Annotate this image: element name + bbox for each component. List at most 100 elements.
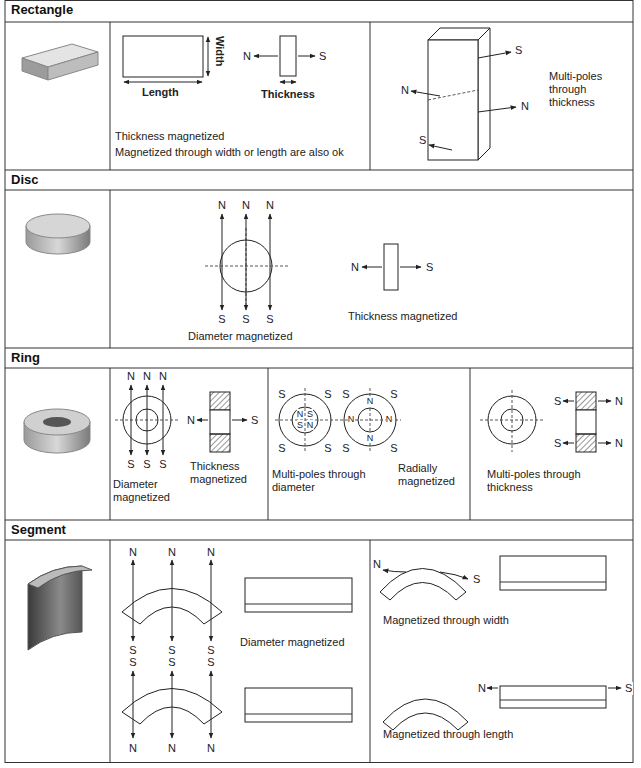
- disc-thickness-sketch: [362, 244, 421, 290]
- pole-label: N: [386, 414, 393, 424]
- multipole-block-part: [429, 145, 452, 150]
- section-title: Segment: [5, 520, 66, 540]
- segment-diameter-sketch-part: [245, 578, 352, 612]
- pole-label: S: [128, 656, 137, 669]
- pole-label: N: [217, 199, 227, 212]
- section-header: Rectangle: [5, 0, 633, 22]
- rectangle-dimension-sketch-part: [254, 56, 278, 57]
- table-grid-part: [370, 540, 371, 763]
- rectangle-dimension-sketch-part: [124, 82, 202, 83]
- multipole-block-part: [478, 28, 490, 160]
- segment-icon: [28, 566, 92, 650]
- pole-label: N: [477, 682, 487, 695]
- rectangle-icon-part: [48, 52, 98, 80]
- section-header: Ring: [5, 348, 633, 368]
- table-grid-part: [268, 368, 269, 520]
- segment-diameter-sketch: [122, 560, 352, 738]
- pole-label: N: [126, 370, 136, 383]
- caption-text: Radially magnetized: [398, 462, 466, 488]
- table-grid-part: [5, 170, 633, 171]
- segment-width-sketch-part: [440, 572, 468, 579]
- ring-icon: [24, 409, 90, 453]
- multipole-block: [411, 28, 516, 160]
- pole-label: S: [158, 458, 167, 471]
- ring-thickness-multipole-sketch-part: [576, 410, 596, 434]
- pole-label: S: [389, 388, 398, 401]
- pole-label: N: [128, 546, 138, 559]
- caption-text: Multi-poles through diameter: [272, 468, 372, 494]
- segment-diameter-sketch-part: [133, 560, 134, 641]
- pole-label: S: [126, 458, 135, 471]
- pole-label: N: [400, 84, 410, 97]
- caption-text: Diameter magnetized: [113, 478, 183, 504]
- table-grid-part: [110, 368, 111, 520]
- segment-diameter-sketch-part: [245, 604, 352, 605]
- pole-label: S: [341, 388, 350, 401]
- caption-text: Magnetized through length: [383, 728, 513, 741]
- pole-label: N: [167, 742, 177, 755]
- disc-diameter-sketch: [205, 214, 290, 310]
- pole-label: S: [307, 409, 313, 419]
- pole-label: S: [277, 388, 286, 401]
- caption-text: Width: [213, 36, 226, 66]
- caption-text: Diameter magnetized: [240, 636, 345, 649]
- caption-text: Diameter magnetized: [188, 330, 293, 343]
- ring-diameter-sketch-part: [197, 420, 208, 421]
- pole-label: S: [323, 388, 332, 401]
- segment-width-sketch-part: [500, 582, 606, 583]
- pole-label: N: [367, 396, 374, 406]
- pole-label: N: [614, 437, 624, 450]
- segment-width-sketch-part: [383, 570, 406, 572]
- ring-diameter-sketch-part: [131, 385, 132, 455]
- section-header: Segment: [5, 520, 633, 540]
- pole-label: N: [206, 546, 216, 559]
- pole-label: N: [307, 420, 314, 430]
- table-grid-part: [470, 368, 471, 520]
- ring-thickness-multipole-sketch-part: [598, 401, 611, 402]
- ring-diameter-sketch-part: [210, 392, 230, 410]
- rectangle-dimension-sketch-part: [208, 37, 209, 76]
- pole-label: N: [372, 558, 382, 571]
- ring-diameter-sketch-part: [232, 420, 247, 421]
- segment-icon-part: [28, 566, 92, 588]
- disc-thickness-sketch-part: [362, 267, 382, 268]
- pole-label: S: [250, 414, 259, 427]
- ring-diameter-sketch-part: [210, 434, 230, 452]
- segment-diameter-sketch-part: [211, 671, 212, 738]
- pole-label: S: [142, 458, 151, 471]
- pole-label: S: [553, 437, 562, 450]
- segment-width-sketch: [380, 556, 606, 600]
- table-grid-part: [5, 348, 633, 349]
- disc-thickness-sketch-part: [400, 267, 421, 268]
- ring-icon-part: [24, 409, 90, 435]
- segment-length-sketch-part: [383, 699, 468, 730]
- segment-width-sketch-part: [380, 569, 466, 601]
- pole-label: S: [241, 313, 250, 326]
- pole-label: S: [318, 50, 327, 63]
- rectangle-dimension-sketch-part: [280, 82, 296, 83]
- pole-label: S: [389, 442, 398, 455]
- caption-text: Thickness: [261, 88, 315, 101]
- disc-diameter-sketch-part: [270, 214, 271, 310]
- caption-text: Magnetized through width or length are a…: [115, 146, 344, 159]
- pole-label: N: [128, 742, 138, 755]
- ring-diameter-sketch: [115, 385, 247, 455]
- disc-icon-part: [26, 214, 90, 238]
- ring-thickness-multipole-sketch: [480, 390, 611, 452]
- pole-label: N: [367, 433, 374, 443]
- disc-diameter-sketch-part: [222, 214, 223, 310]
- ring-icon-part: [43, 417, 71, 427]
- rectangle-dimension-sketch: [123, 36, 315, 82]
- pole-label: N: [614, 395, 624, 408]
- pole-label: S: [277, 442, 286, 455]
- caption-text: Thickness magnetized: [115, 130, 224, 143]
- rectangle-dimension-sketch-part: [280, 36, 296, 76]
- segment-width-sketch-part: [500, 556, 606, 590]
- pole-label: N: [242, 50, 252, 63]
- pole-label: S: [341, 442, 350, 455]
- pole-label: N: [186, 414, 196, 427]
- pole-label: S: [167, 656, 176, 669]
- pole-label: S: [418, 134, 427, 147]
- pole-label: N: [348, 414, 355, 424]
- table-grid-part: [5, 520, 633, 521]
